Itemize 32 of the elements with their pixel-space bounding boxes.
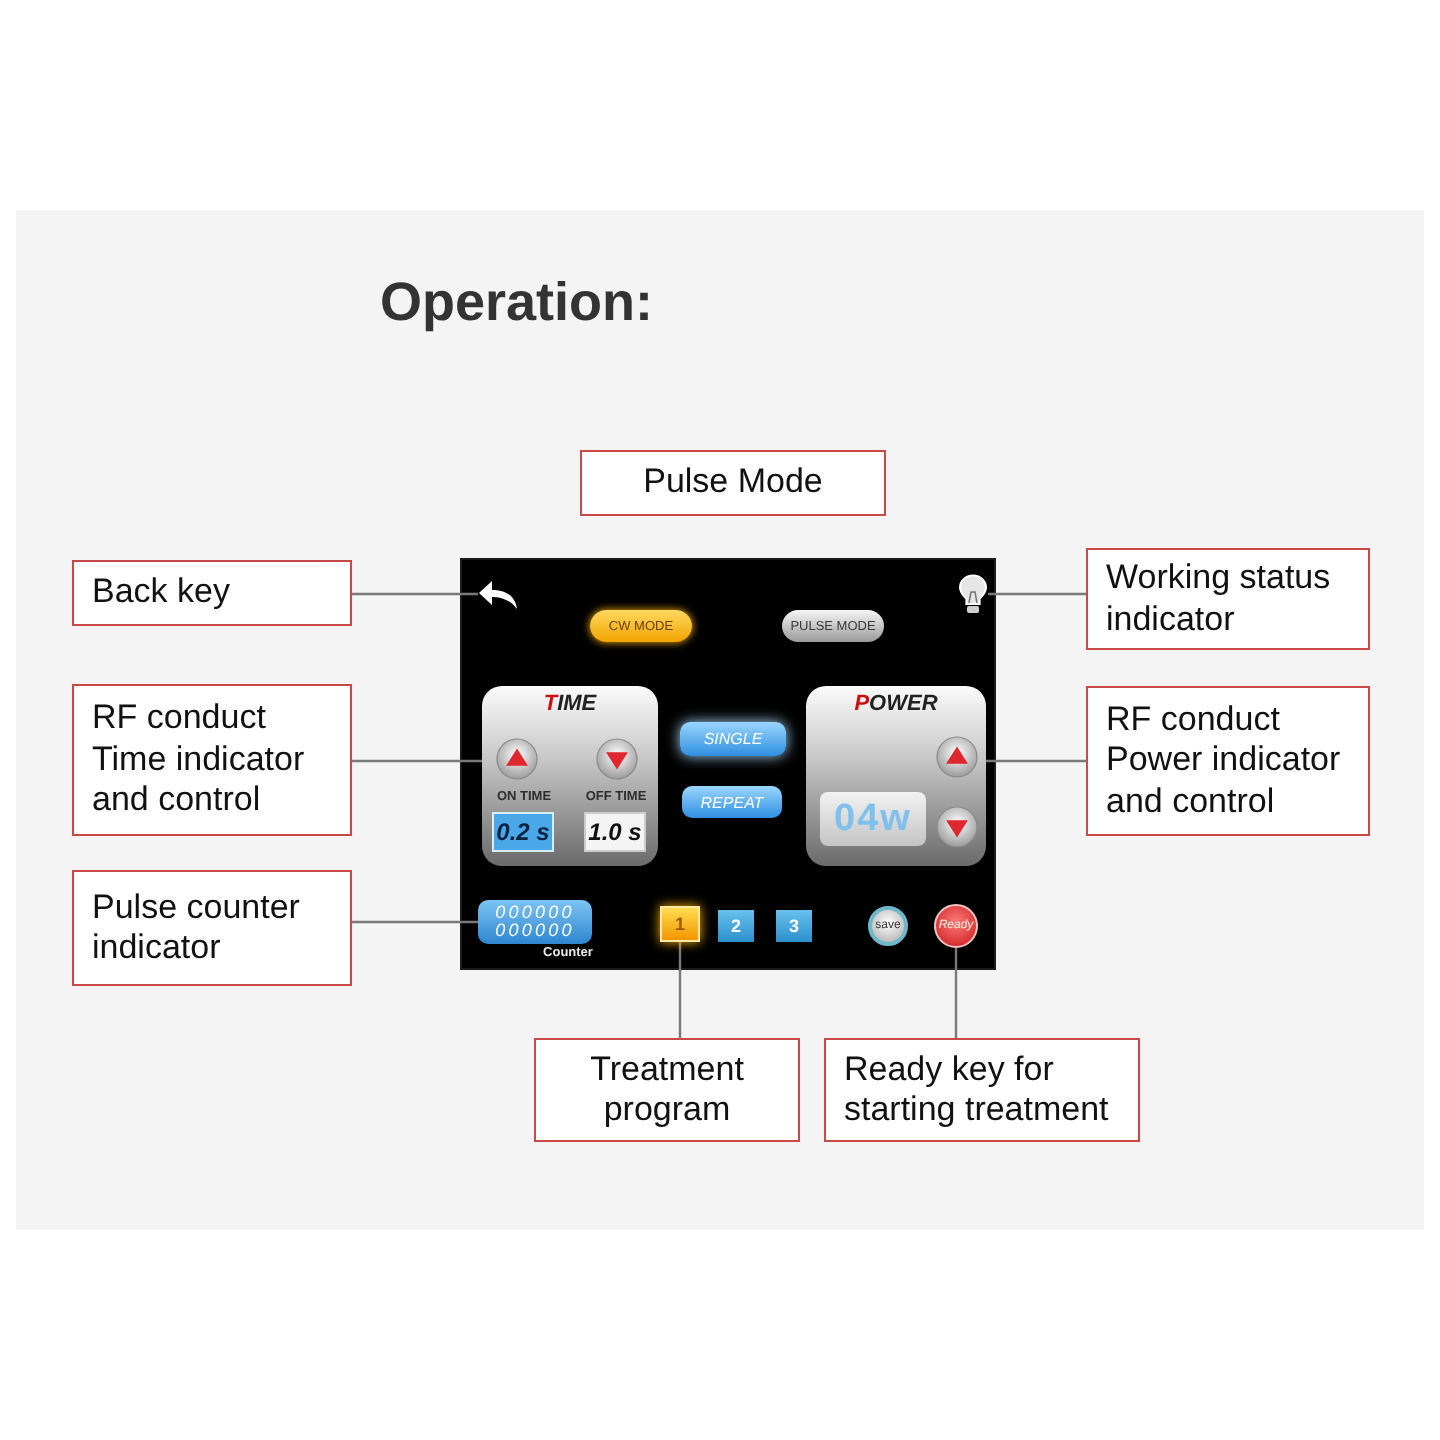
callout-box: Back key xyxy=(72,560,352,626)
callout-box: Treatment program xyxy=(534,1038,800,1142)
power-display: 04w xyxy=(820,792,926,846)
leader-line xyxy=(678,942,682,1038)
callout-box: Pulse Mode xyxy=(580,450,886,516)
callout-box: RF conduct Time indicator and control xyxy=(72,684,352,836)
callout-box: Ready key for starting treatment xyxy=(824,1038,1140,1142)
leader-line xyxy=(352,592,478,596)
light-bulb-icon xyxy=(958,574,988,614)
value-display: 0.2 s xyxy=(492,812,554,852)
callout-box: Working status indicator xyxy=(1086,548,1370,650)
program-button: 2 xyxy=(718,910,754,942)
leader-line xyxy=(988,592,1086,596)
back-arrow-icon xyxy=(478,578,518,610)
pulse-type-button: SINGLE xyxy=(680,722,786,756)
control-panel xyxy=(482,686,658,866)
panel-heading: TIME xyxy=(541,692,599,716)
program-button: 3 xyxy=(776,910,812,942)
leader-line xyxy=(352,920,478,924)
leader-line xyxy=(954,948,958,1038)
callout-box: Pulse counter indicator xyxy=(72,870,352,986)
control-panel xyxy=(806,686,986,866)
pulse-type-button: REPEAT xyxy=(682,786,782,818)
program-button: 1 xyxy=(660,906,700,942)
counter-display: 000000 000000 xyxy=(478,900,592,944)
leader-line xyxy=(986,759,1086,763)
value-display: 1.0 s xyxy=(584,812,646,852)
callout-box: RF conduct Power indicator and control xyxy=(1086,686,1370,836)
touch-screen xyxy=(460,558,996,970)
panel-heading: POWER xyxy=(852,692,940,716)
leader-line xyxy=(352,759,482,763)
title: Operation: xyxy=(380,272,654,334)
